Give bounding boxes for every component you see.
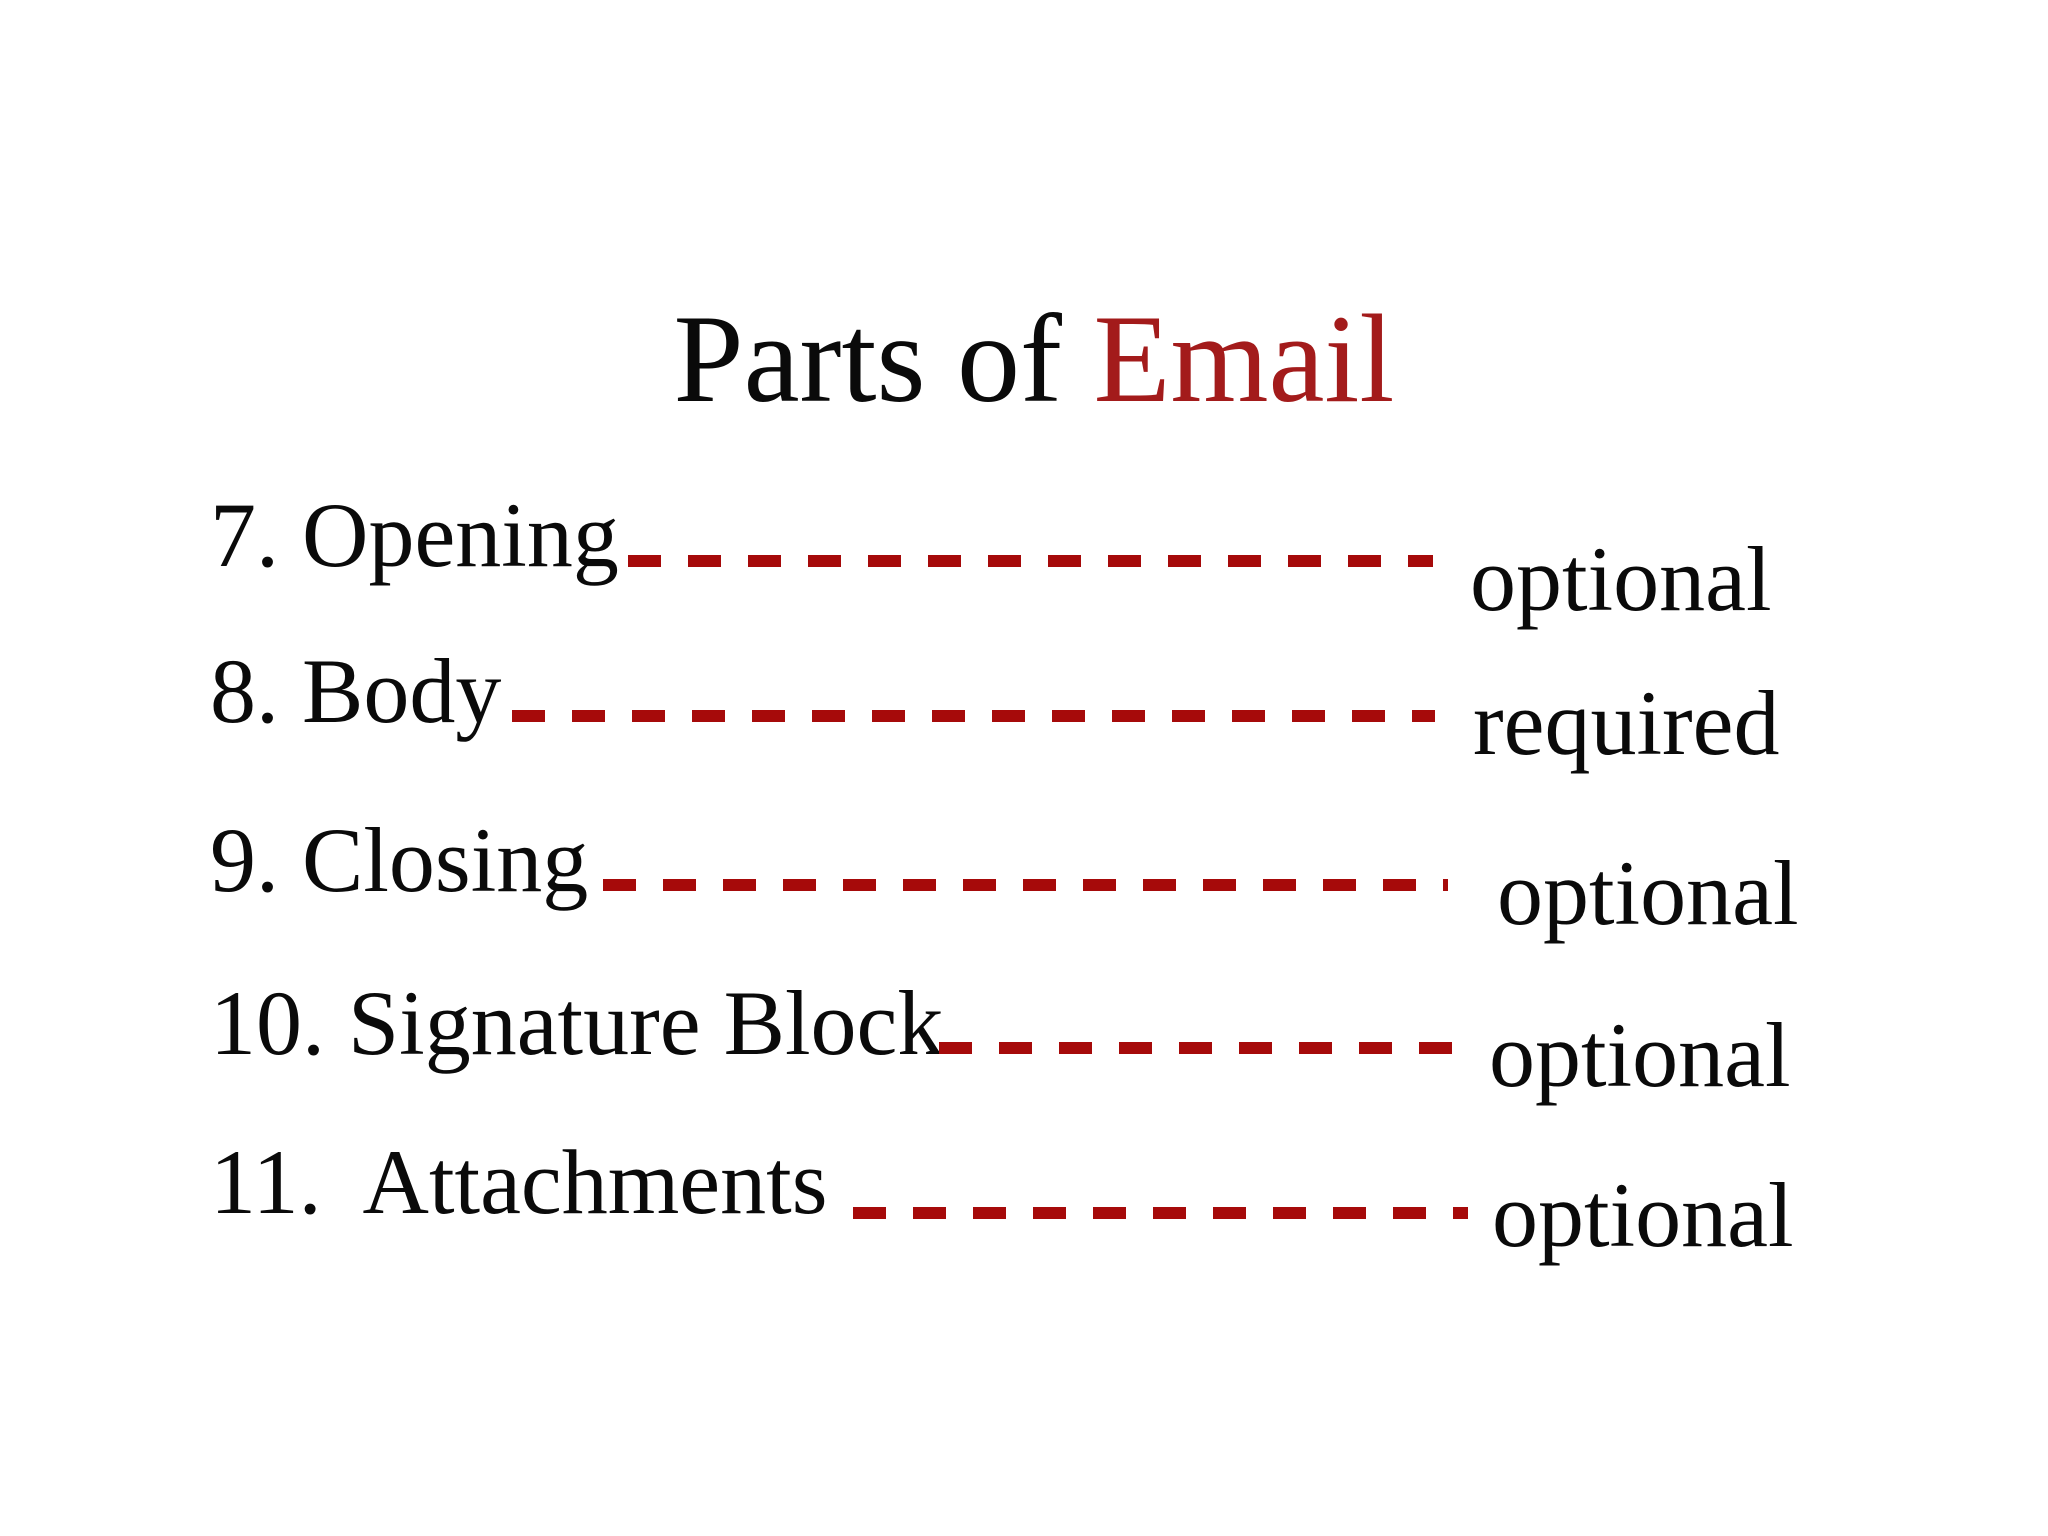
status-label: optional [1492,1164,1794,1266]
item-text: 9. Closing [210,809,589,911]
title-prefix: Parts of [673,290,1094,429]
dashed-connector-line [603,879,1448,891]
dashed-connector-line [939,1042,1454,1054]
status-label: optional [1497,842,1799,944]
dashed-connector-line [512,710,1435,722]
item-text: 10. Signature Block [210,972,944,1074]
dashed-connector-line [628,555,1433,567]
dashed-connector-line [853,1207,1468,1219]
status-label: optional [1489,1004,1791,1106]
item-text: 11. Attachments [210,1131,828,1233]
item-text: 8. Body [210,640,502,742]
status-label: optional [1470,528,1772,630]
page-title: Parts of Email [20,284,2048,435]
status-label: required [1473,672,1780,774]
title-highlight-email: Email [1093,290,1395,429]
item-text: 7. Opening [210,484,619,586]
